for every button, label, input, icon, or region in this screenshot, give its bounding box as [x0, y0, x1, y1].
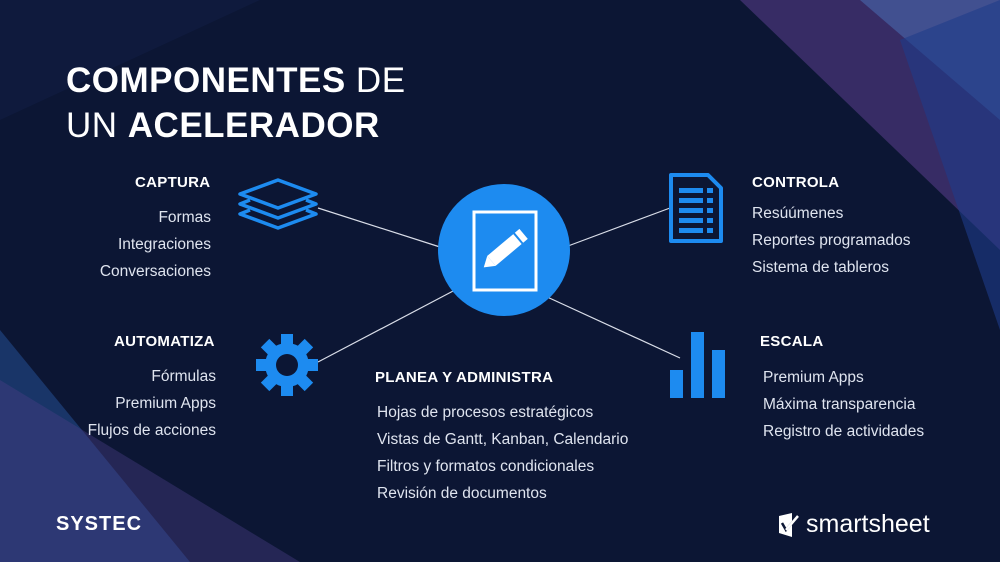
bar-chart-icon — [670, 332, 725, 398]
gear-icon — [256, 334, 318, 396]
list-item: Registro de actividades — [763, 423, 925, 440]
systec-logo: SYSTEC — [56, 513, 143, 535]
list-item: Formas — [158, 209, 211, 226]
controla-list: Resúúmenes Reportes programados Sistema … — [752, 200, 911, 281]
list-item: Máxima transparencia — [763, 396, 916, 413]
list-item: Filtros y formatos condicionales — [377, 458, 595, 475]
layers-icon — [238, 178, 318, 230]
title-line2-bold: ACELERADOR — [127, 106, 380, 145]
list-item: Sistema de tableros — [752, 259, 889, 276]
list-item: Premium Apps — [763, 369, 864, 386]
captura-heading: CAPTURA — [135, 174, 211, 191]
list-item: Conversaciones — [99, 263, 211, 280]
center-circle — [438, 184, 570, 316]
list-item: Premium Apps — [115, 395, 216, 412]
title-line1-bold: COMPONENTES — [66, 61, 346, 100]
title-line2-light: UN — [66, 106, 128, 145]
title-line1-light: DE — [345, 61, 406, 100]
smartsheet-logo: smartsheet — [778, 510, 930, 539]
list-item: Integraciones — [117, 236, 211, 253]
planea-heading: PLANEA Y ADMINISTRA — [375, 369, 554, 386]
captura-list: Formas Integraciones Conversaciones — [60, 204, 211, 285]
list-item: Vistas de Gantt, Kanban, Calendario — [377, 431, 629, 448]
checklist-document-icon — [669, 173, 723, 243]
escala-heading: ESCALA — [760, 333, 824, 350]
automatiza-list: Fórmulas Premium Apps Flujos de acciones — [60, 363, 216, 444]
list-item: Hojas de procesos estratégicos — [377, 404, 594, 421]
pencil-document-icon — [472, 210, 538, 292]
planea-list: Hojas de procesos estratégicos Vistas de… — [377, 399, 628, 507]
page-title: COMPONENTES DE UN ACELERADOR — [66, 58, 406, 148]
escala-list: Premium Apps Máxima transparencia Regist… — [763, 364, 924, 445]
list-item: Revisión de documentos — [377, 485, 547, 502]
list-item: Reportes programados — [752, 232, 911, 249]
controla-heading: CONTROLA — [752, 174, 840, 191]
list-item: Fórmulas — [151, 368, 216, 385]
automatiza-heading: AUTOMATIZA — [114, 333, 215, 350]
list-item: Flujos de acciones — [87, 422, 216, 439]
smartsheet-mark-icon — [779, 512, 799, 537]
smartsheet-wordmark: smartsheet — [806, 510, 930, 538]
list-item: Resúúmenes — [752, 205, 844, 222]
